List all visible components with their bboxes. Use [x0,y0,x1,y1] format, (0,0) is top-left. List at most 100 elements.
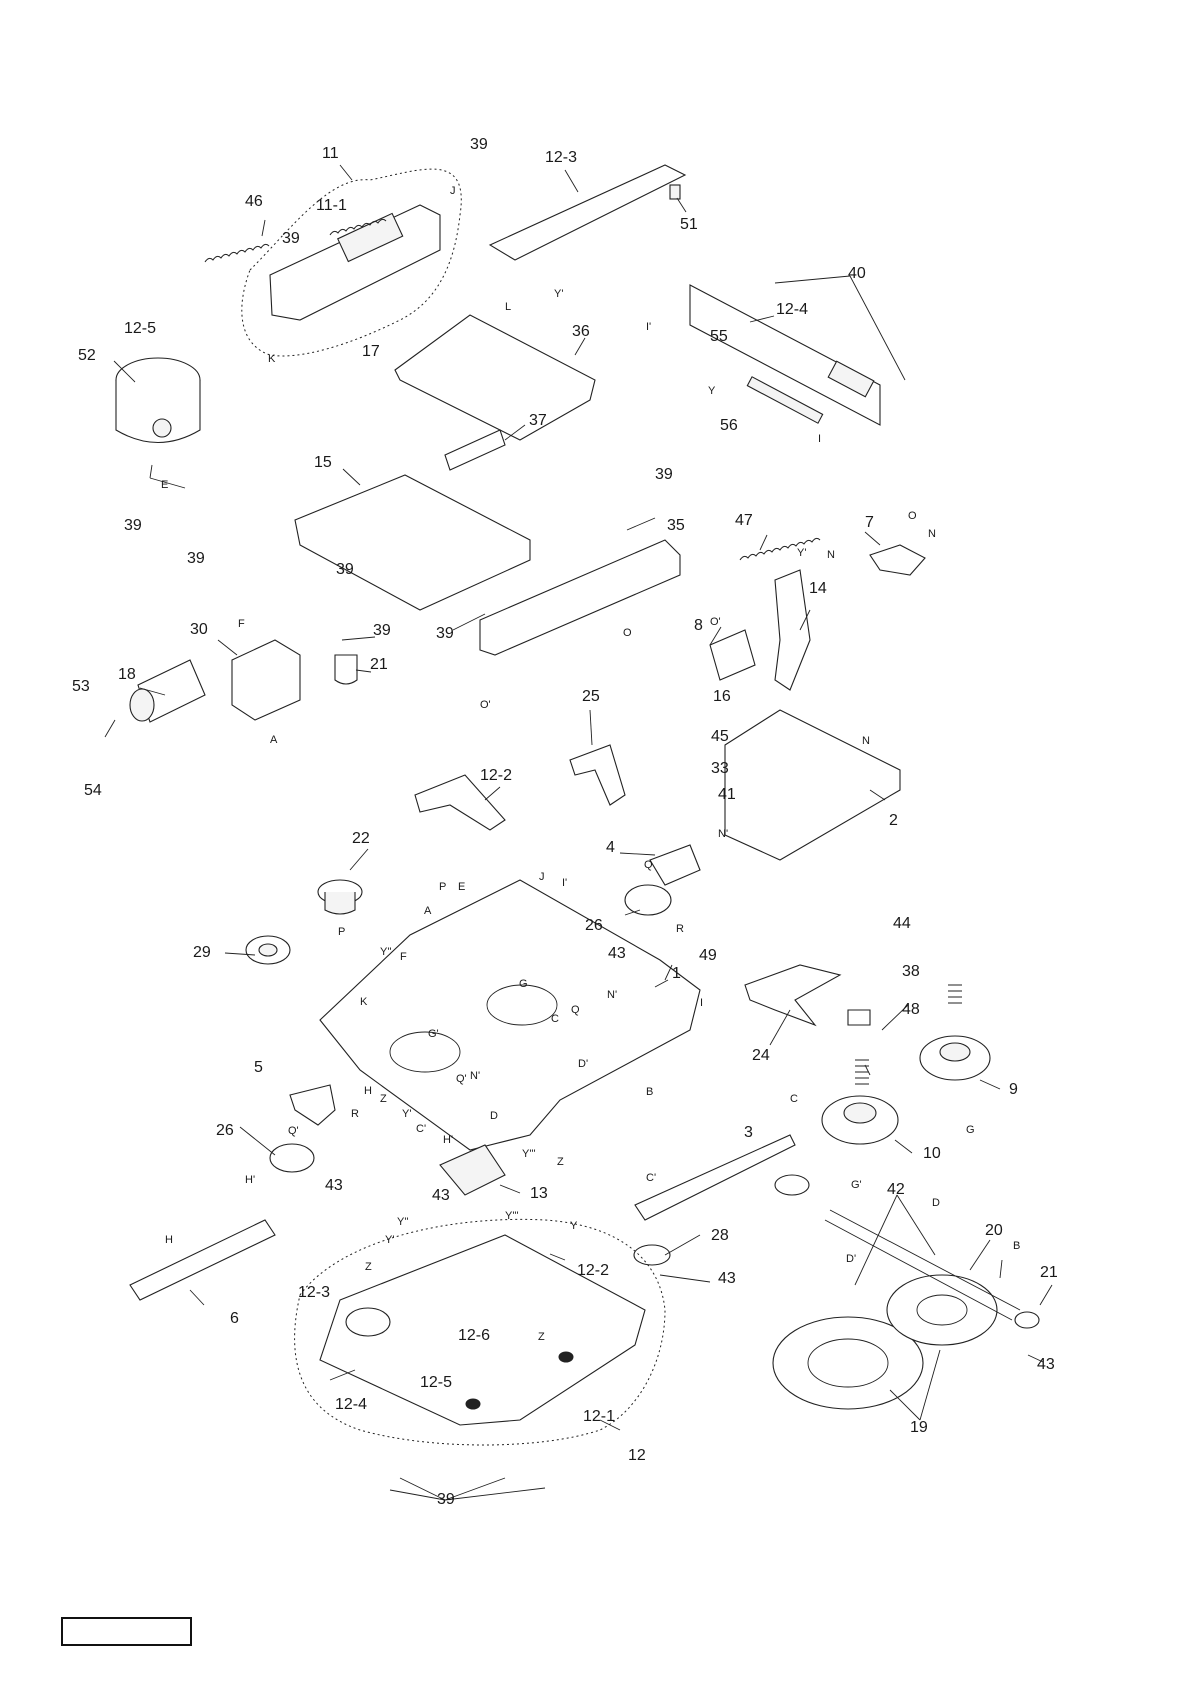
part-29-pulley-body [324,892,356,915]
label-part-30: 29 [193,944,211,961]
label-part-39: 39 [336,561,354,578]
label-part-12-2: 12-2 [577,1262,609,1279]
letter-G-prime: G' [851,1179,862,1191]
part-15-plate [488,164,687,261]
part-3-lever [634,1134,796,1221]
label-part-49: 49 [699,947,717,964]
letter-C: C [790,1093,798,1105]
label-part-4: 4 [606,839,615,856]
label-part-5: 5 [254,1059,263,1076]
label-part-1: 1 [672,965,681,982]
letter-Y: Y' [402,1108,411,1120]
label-part-39: 39 [655,466,673,483]
letter-N: N' [607,989,617,1001]
label-part-15: 12-3 [545,149,577,166]
label-part-39: 39 [187,550,205,567]
letter-Q-prime: Q' [456,1073,467,1085]
letter-A: A [270,734,278,746]
part-4-arm [649,844,701,886]
part-5-arm [289,1084,336,1126]
label-part-26: 26 [585,917,603,934]
label-part-6: 6 [230,1310,239,1327]
letter-O: O [908,510,917,522]
part-12-1-chassis [319,1234,646,1426]
letter-Q: Q [571,1004,580,1016]
label-part-47: 46 [245,193,263,210]
part-13-head [439,1144,506,1196]
label-part-22: 15 [314,454,332,471]
part-12-6-dot-b [465,1398,481,1410]
assembly-11-outline [241,168,462,357]
label-part-18: 18 [118,666,136,683]
letter-J: J [539,871,545,883]
letter-B: B [1013,1240,1020,1252]
label-part-12-3: 12-3 [298,1284,330,1301]
label-part-7: 7 [865,514,874,531]
letter-G: G [519,978,528,990]
part-7-block [869,544,926,576]
letter-Q-prime: Q' [288,1125,299,1137]
label-part-52: 53 [72,678,90,695]
connector-letters: J L Y' I' K Y I E O N Y' N F O' O O' A N… [161,185,1020,1343]
part-56-connector [827,360,875,398]
letter-P: P [439,881,446,893]
label-part-27: 28 [711,1227,729,1244]
label-part-31: 24 [752,1047,770,1064]
label-part-21: 21 [1040,1264,1058,1281]
part-32-lever [569,744,626,806]
label-part-11: 11 [322,145,339,162]
part-1-reel-right [486,984,558,1026]
label-part-45: 45 [711,728,729,745]
part-34-bracket [231,639,301,721]
part-26-pulley-upper [624,884,672,916]
part-6-slide [129,1219,276,1301]
part-27-pulley [774,1174,810,1196]
part-25-flywheel-small-inner [916,1294,968,1326]
letter-H: H [165,1234,173,1246]
part-9-gear-hub [939,1042,971,1062]
letter-F: F [238,618,245,630]
letter-P: P [338,926,345,938]
label-part-46: 47 [735,512,753,529]
label-part-43: 43 [1037,1356,1055,1373]
label-part-43: 43 [432,1187,450,1204]
letter-E: E [161,479,168,491]
letter-I: I [818,433,821,445]
letter-I-prime: I' [562,877,567,889]
label-part-50: 51 [680,216,698,233]
part-11-1-plate [337,212,404,263]
letter-R: R [351,1108,359,1120]
letter-O-prime: O' [480,699,491,711]
part-30-pulley-hub [258,943,278,957]
letter-X: Y' [797,547,806,559]
label-part-32: 25 [582,688,600,705]
letter-H-prime: H' [245,1174,255,1186]
letter-Y-dprime: Y''' [522,1148,536,1160]
label-part-39: 39 [373,622,391,639]
drawing-layer [115,164,1040,1446]
label-part-41: 41 [718,786,736,803]
label-part-54: 55 [710,328,728,345]
part-labels: 11 39 12-3 46 11-1 39 51 40 12-4 12-5 52… [72,136,1058,1508]
label-part-17: 12-5 [124,320,156,337]
label-part-39: 39 [282,230,300,247]
label-part-43: 43 [325,1177,343,1194]
part-36-frame [394,314,596,441]
page-number-box [61,1617,192,1646]
letter-K: K [268,353,276,365]
letter-R: R [676,923,684,935]
label-part-39: 39 [470,136,488,153]
label-part-16: 12-4 [776,301,808,318]
part-10-gear-hub [843,1102,877,1124]
part-31-lever [744,964,842,1027]
label-part-26: 26 [216,1122,234,1139]
letter-Y: Y' [385,1234,394,1246]
part-8-bracket [709,629,756,681]
letter-W: Y [570,1220,578,1232]
label-part-24: 17 [362,343,380,360]
label-part-25: 19 [910,1419,928,1436]
letter-B: B [646,1086,653,1098]
label-part-13: 13 [530,1185,548,1202]
part-35-rail [479,539,681,656]
